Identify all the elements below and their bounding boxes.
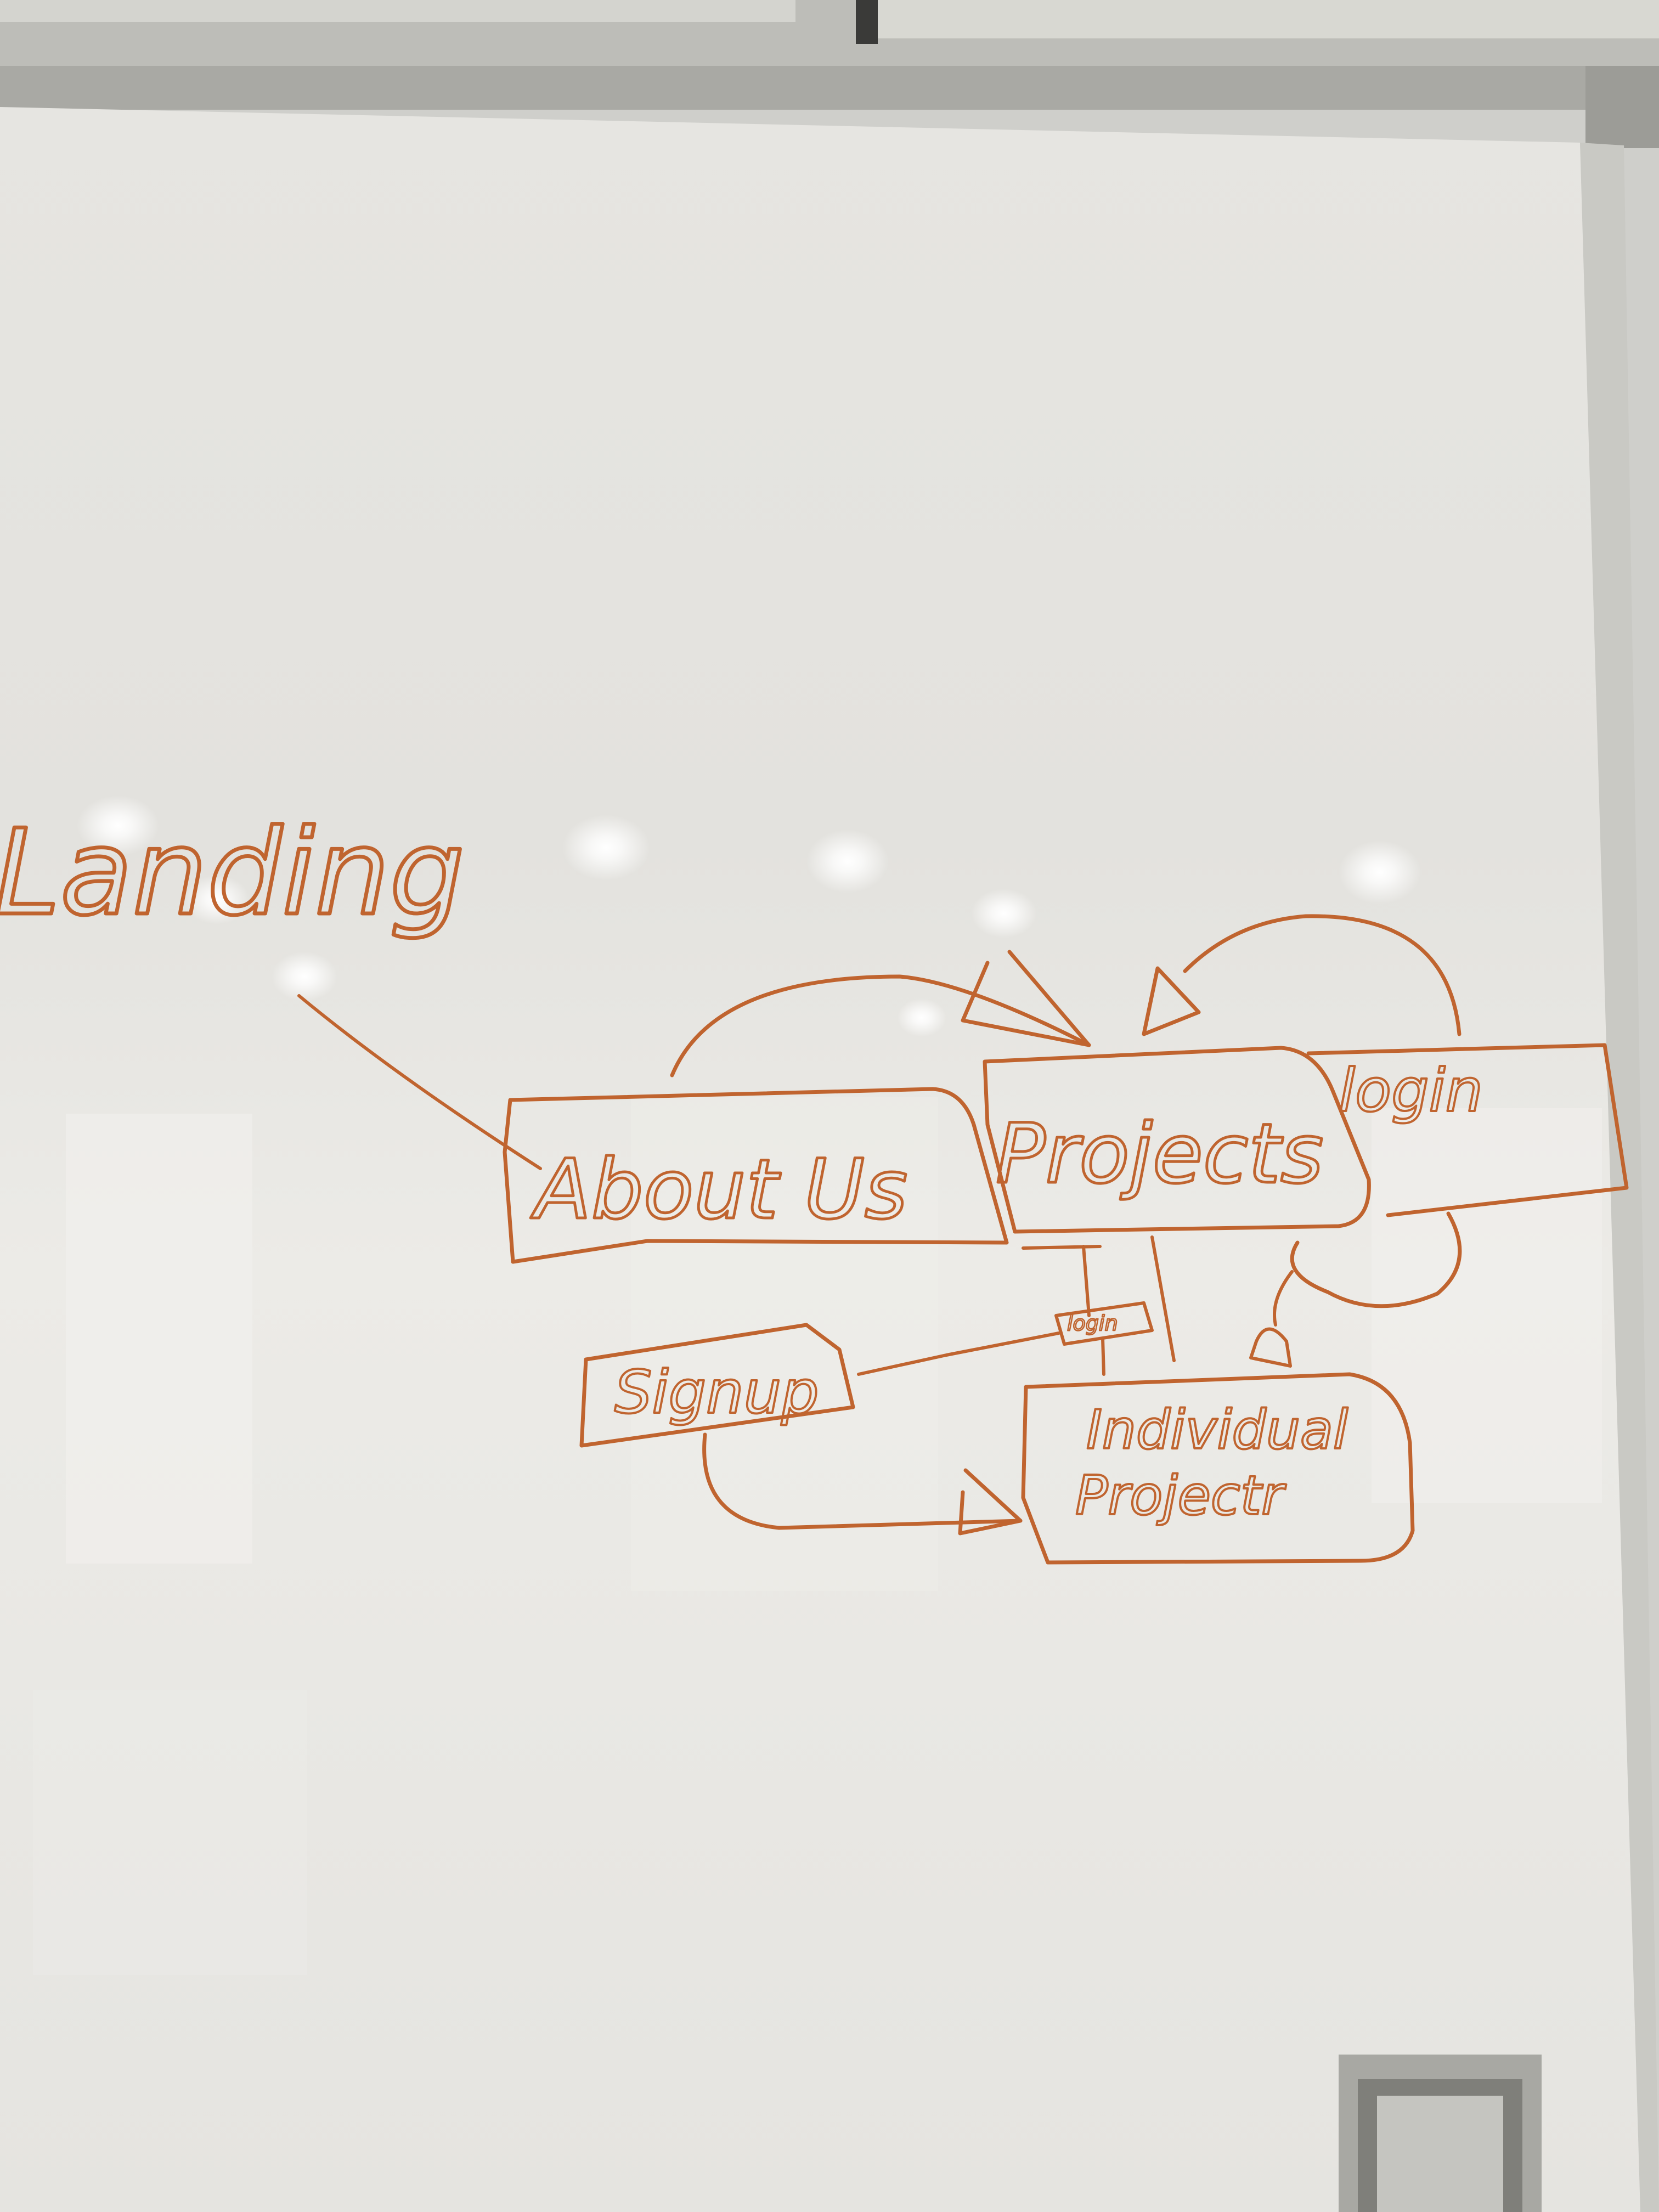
login-gate-to-individual-projects-line	[1101, 1337, 1105, 1376]
about-us-to-projects-arrowhead	[961, 950, 1091, 1047]
login-to-projects-arrow	[1183, 914, 1462, 1036]
signup-box	[579, 1323, 855, 1448]
signup-to-login-gate-line	[857, 1331, 1060, 1376]
login-label: login	[1339, 1057, 1483, 1125]
signup-to-individual-projects-arrow	[702, 1432, 1023, 1530]
login-gate-label: login	[1067, 1311, 1118, 1335]
projects-box	[983, 1046, 1371, 1234]
projects-label: Projects	[996, 1107, 1323, 1202]
login-to-individual-projects-hook	[1249, 1270, 1294, 1368]
title-to-about-us-connector	[297, 994, 542, 1170]
flow-diagram: Landing About Us Projects login Signup l…	[0, 802, 1629, 1565]
whiteboard-surface	[0, 107, 1659, 2212]
about-us-label: About Us	[531, 1142, 907, 1238]
login-box	[1306, 1043, 1629, 1217]
light-glare	[77, 795, 1421, 1037]
individual-projects-label-line1: Individual	[1086, 1399, 1348, 1462]
diagram-title-landing: Landing	[0, 804, 465, 941]
login-to-projects-arrowhead	[1142, 966, 1201, 1036]
ceiling-frame	[0, 0, 1659, 148]
login-gate-box	[1054, 1301, 1154, 1346]
projects-to-login-gate-line	[1022, 1245, 1102, 1317]
individual-projects-label-line2: Projectr	[1075, 1465, 1286, 1527]
login-to-individual-projects-arrow	[1290, 1211, 1462, 1308]
signup-to-individual-projects-arrowhead	[958, 1468, 1023, 1536]
about-us-box	[503, 1087, 1009, 1264]
signup-label: Signup	[614, 1358, 819, 1427]
individual-projects-box	[1021, 1372, 1415, 1565]
projects-to-individual-projects-line	[1150, 1235, 1176, 1362]
marker-tray	[1339, 2055, 1542, 2212]
about-us-to-projects-arrow	[670, 974, 1091, 1077]
